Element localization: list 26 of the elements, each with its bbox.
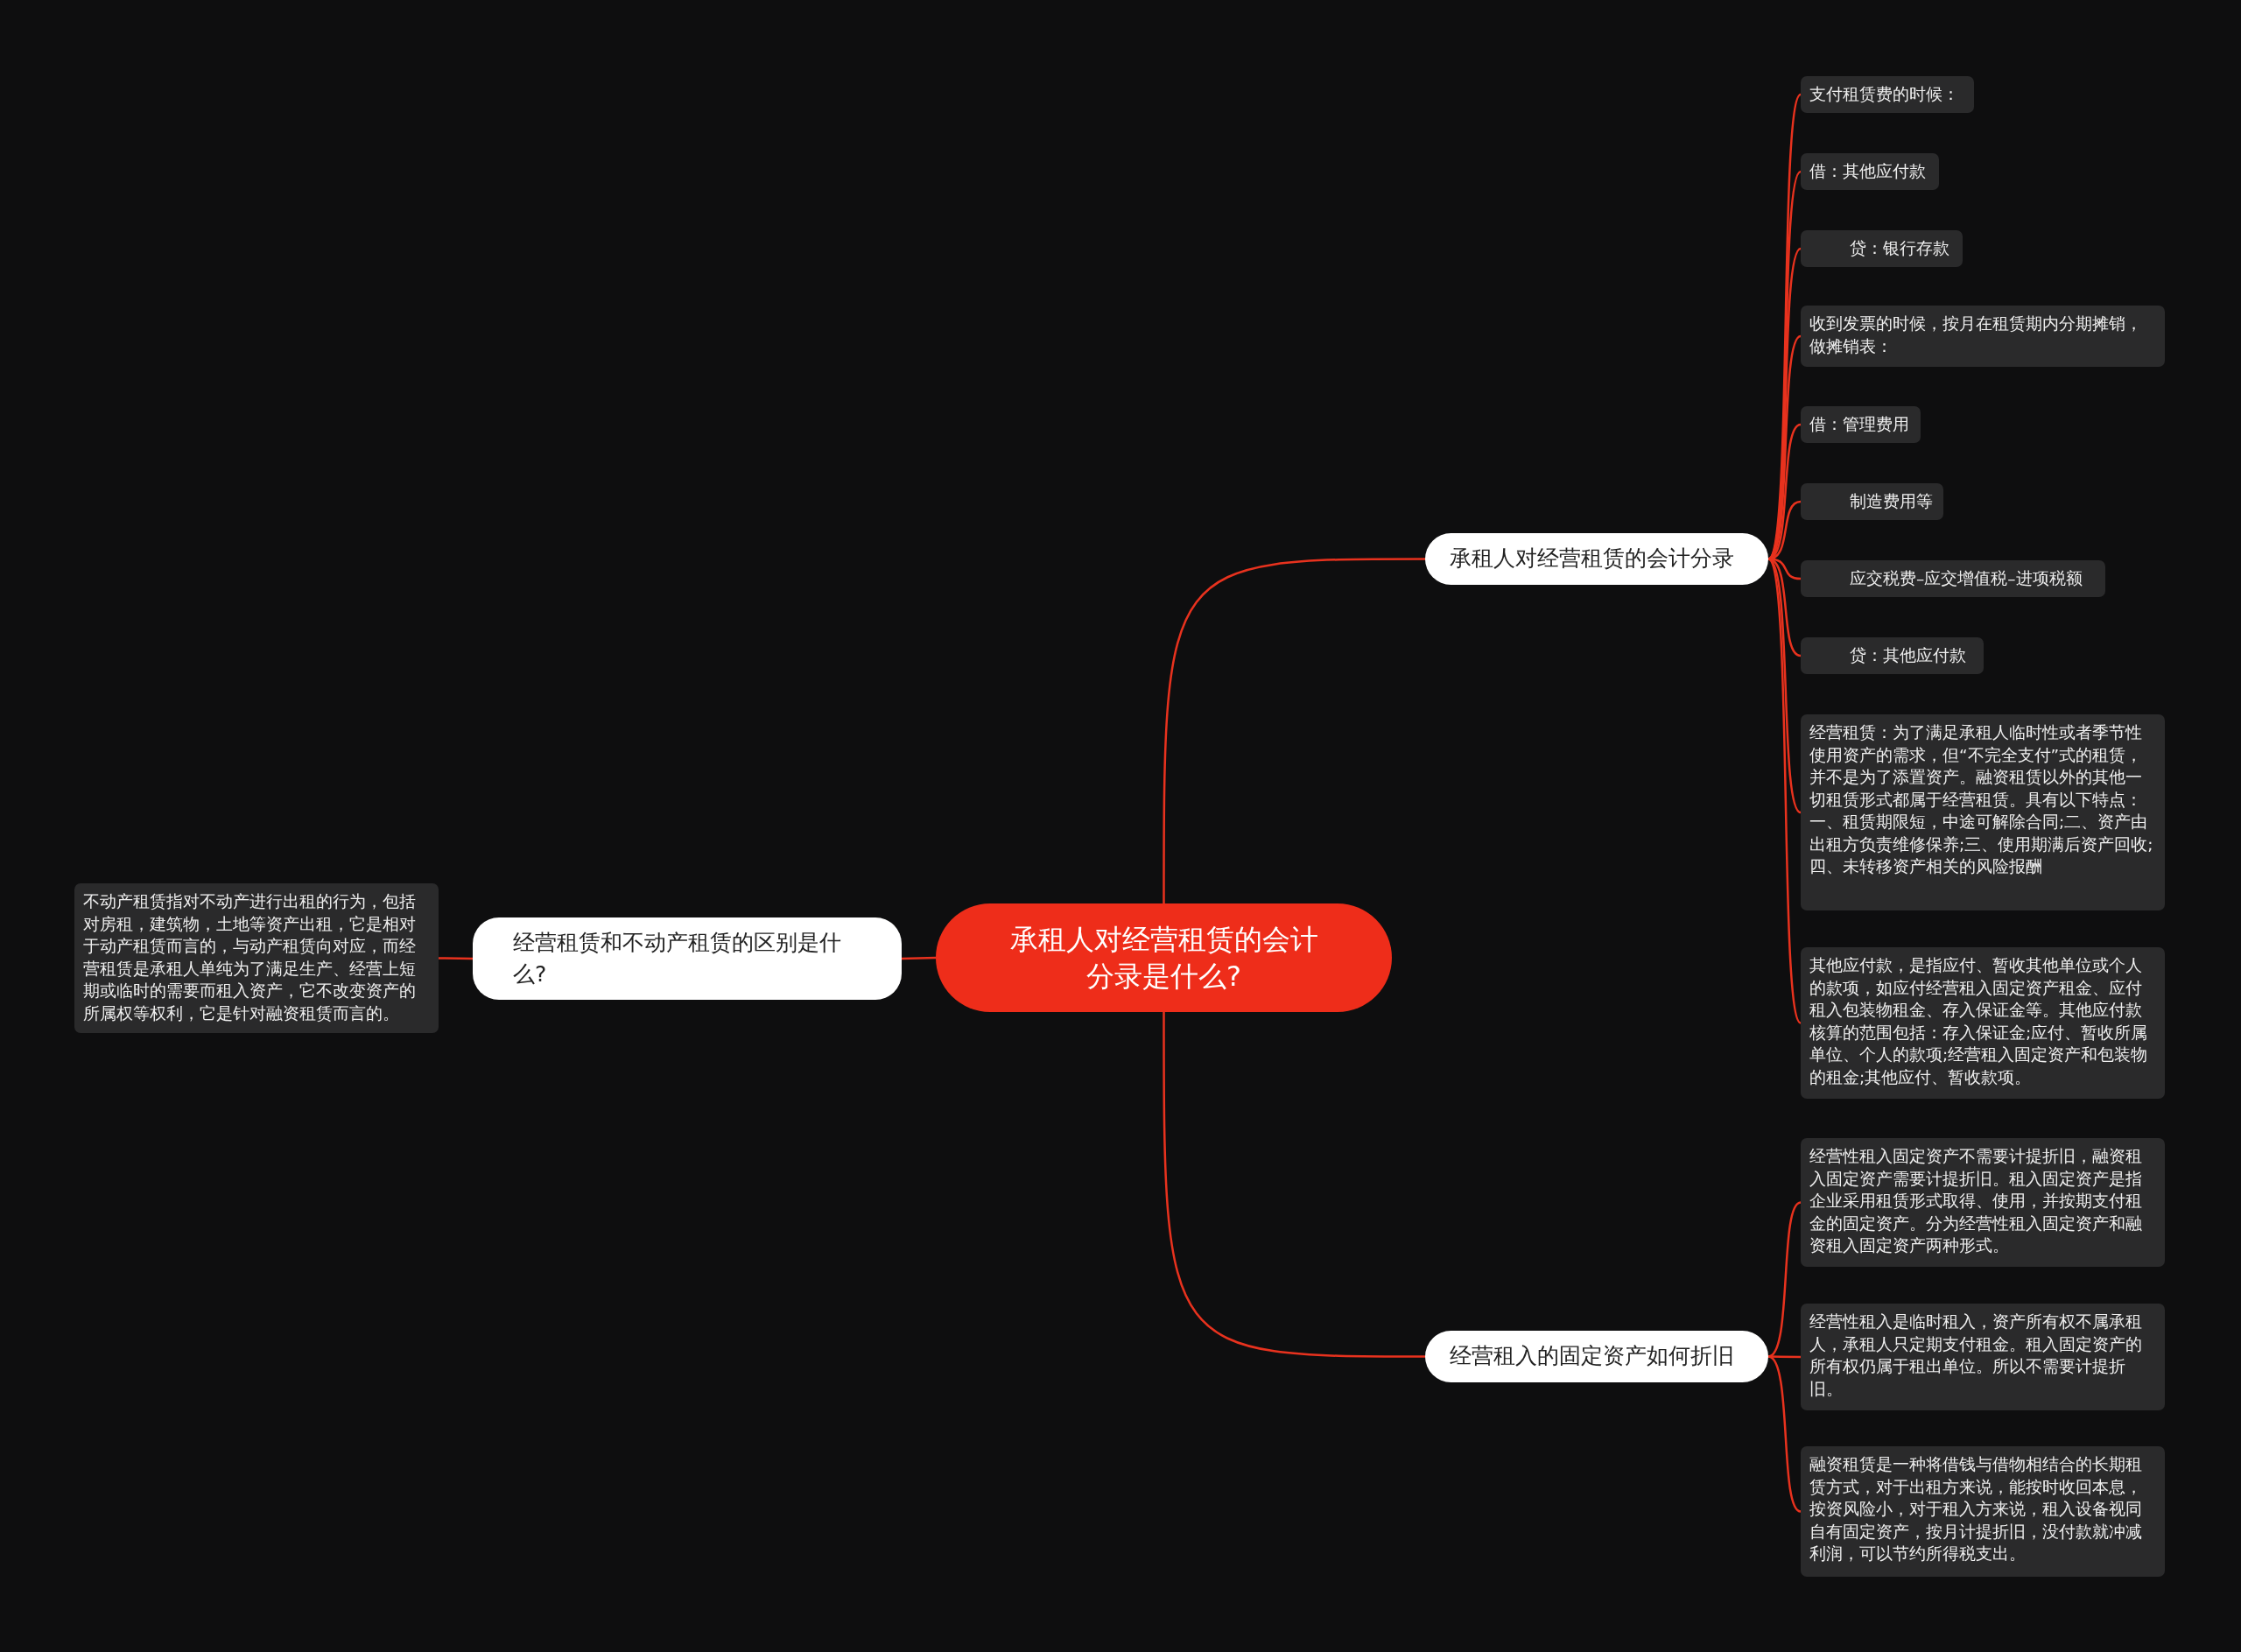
note-box: 经营租赁：为了满足承租人临时性或者季节性使用资产的需求，但“不完全支付”式的租赁，并不是为了添置资产。融资租赁以外的其他一切租赁形式都属于经营租赁。具有以下特点：一、租赁期限短，中途可解除合同;二、资产由出租方负责维修保养;三、使用期满后资产回收;四、未转移资产相关的风险报酬 <box>1801 714 2165 910</box>
topic-box: 经营租赁和不动产租赁的区别是什么? <box>473 917 902 1000</box>
note-box: 收到发票的时候，按月在租赁期内分期摊销，做摊销表： <box>1801 306 2165 367</box>
connector <box>901 956 937 960</box>
note-box: 不动产租赁指对不动产进行出租的行为，包括对房租，建筑物，土地等资产出租，它是相对于动产租赁而言的，与动产租赁向对应，而经营租赁是承租人单纯为了满足生产、经营上短期或临时的需要而租入资产，它不改变资产的所属权等权利，它是针对融资租赁而言的。 <box>74 883 439 1033</box>
note-box: 制造费用等 <box>1801 483 1943 520</box>
note-box: 借：管理费用 <box>1801 406 1921 443</box>
connector <box>439 957 473 960</box>
note-box: 经营性租入固定资产不需要计提折旧，融资租入固定资产需要计提折旧。租入固定资产是指企业采用租赁形式取得、使用，并按期支付租金的固定资产。分为经营性租入固定资产和融资租入固定资产两种形式。 <box>1801 1138 2165 1267</box>
topic-box: 承租人对经营租赁的会计分录 <box>1425 533 1768 585</box>
central-topic-box: 承租人对经营租赁的会计分录是什么? <box>936 903 1392 1012</box>
note-box: 贷：其他应付款 <box>1801 637 1984 674</box>
note-box: 融资租赁是一种将借钱与借物相结合的长期租赁方式，对于出租方来说，能按时收回本息，按资风险小，对于租入方来说，租入设备视同自有固定资产，按月计提折旧，没付款就冲减利润，可以节约所得税支出。 <box>1801 1446 2165 1577</box>
connector <box>1767 94 1802 560</box>
note-box: 贷：银行存款 <box>1801 230 1963 267</box>
connector <box>1163 558 1425 903</box>
connector <box>1767 558 1802 1024</box>
connector <box>1163 1012 1425 1358</box>
topic-box: 经营租入的固定资产如何折旧 <box>1425 1331 1768 1382</box>
note-box: 其他应付款，是指应付、暂收其他单位或个人的款项，如应付经营租入固定资产租金、应付租入包装物租金、存入保证金等。其他应付款核算的范围包括：存入保证金;应付、暂收所属单位、个人的款项;经营租入固定资产和包装物的租金;其他应付、暂收款项。 <box>1801 947 2165 1099</box>
note-box: 应交税费–应交增值税–进项税额 <box>1801 560 2105 597</box>
connector <box>1767 335 1802 560</box>
connector <box>1767 1355 1802 1513</box>
note-box: 经营性租入是临时租入，资产所有权不属承租人，承租人只定期支付租金。租入固定资产的所有权仍属于租出单位。所以不需要计提折旧。 <box>1801 1304 2165 1410</box>
note-box: 借：其他应付款 <box>1801 153 1939 190</box>
note-box: 支付租赁费的时候： <box>1801 76 1974 113</box>
